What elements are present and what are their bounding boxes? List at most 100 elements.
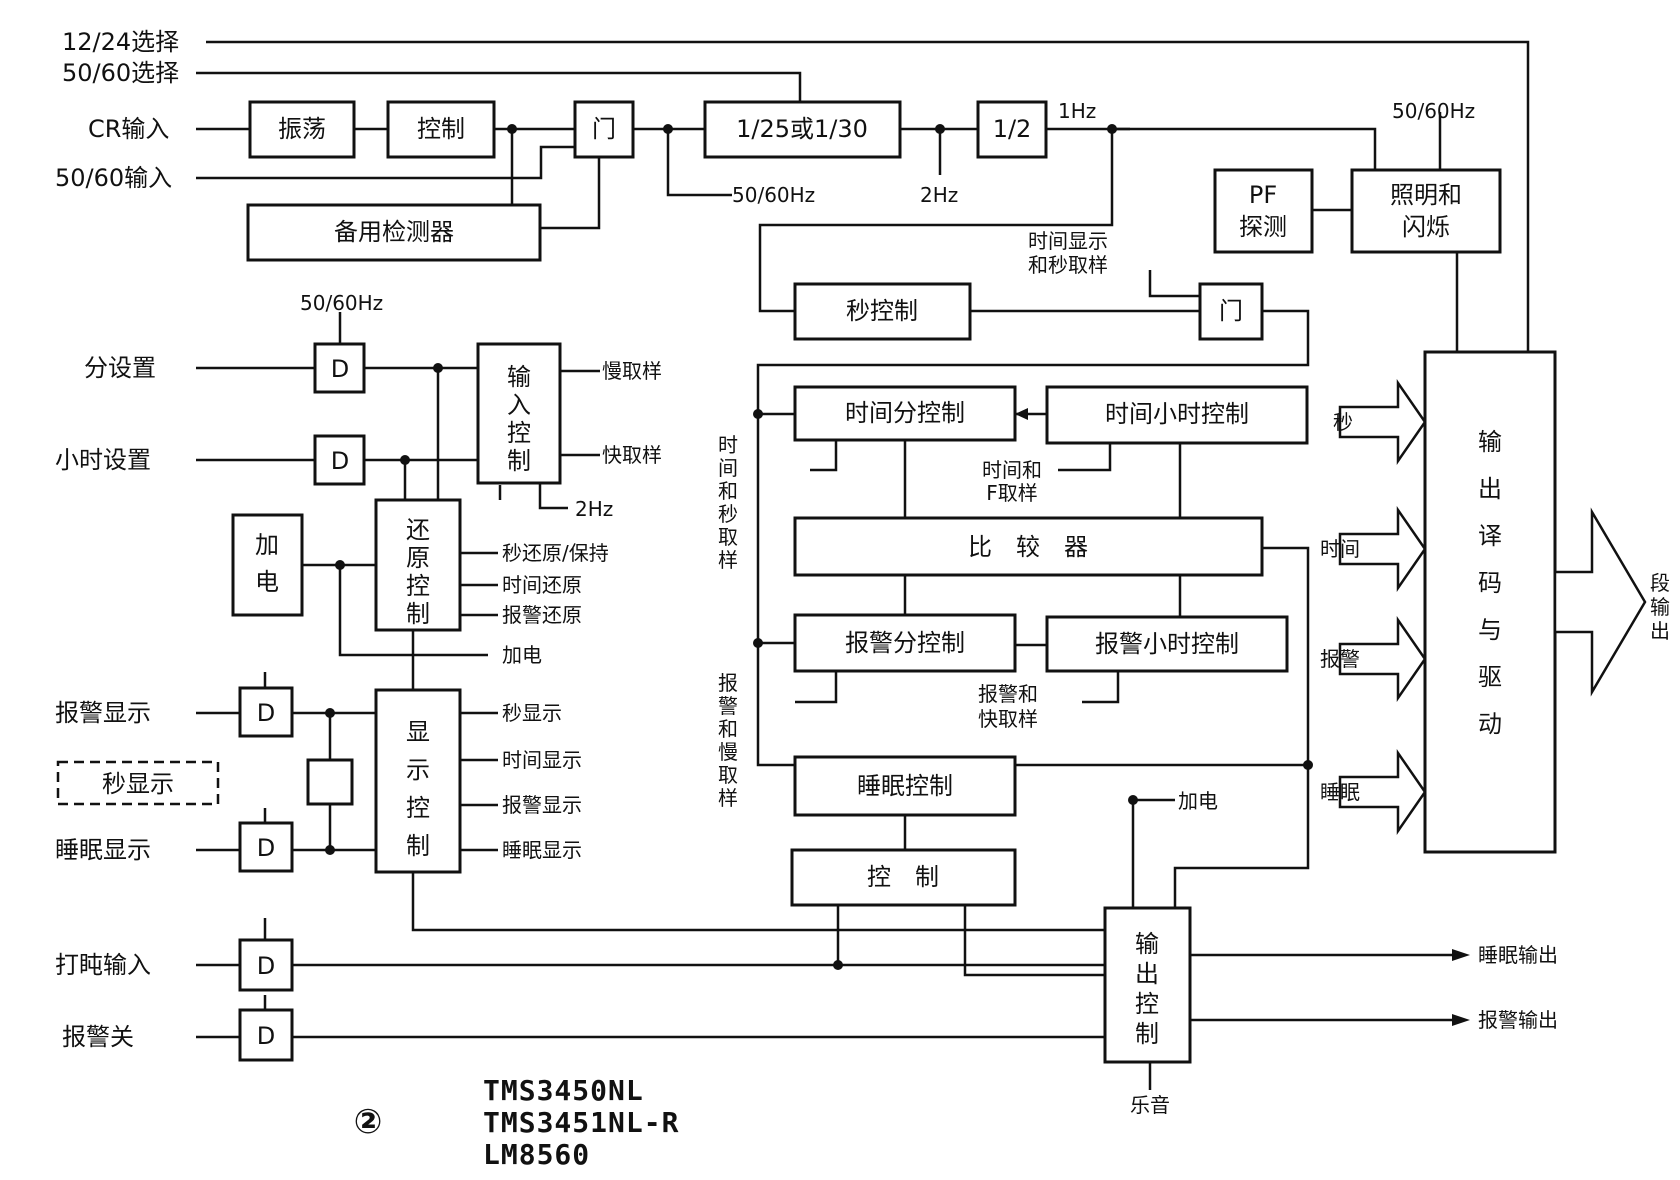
alarm-display-input-label: 报警显示 — [55, 699, 151, 727]
bus-arrows — [1338, 378, 1647, 836]
time-minute-control-label: 时间分控制 — [845, 399, 965, 427]
freq-50-60hz-label-b: 50/60Hz — [1392, 99, 1475, 123]
alarm-slow-sample-char-1: 报 — [718, 671, 738, 695]
display-control-char-1: 显 — [406, 718, 430, 746]
select-50-60-label: 50/60选择 — [62, 59, 179, 87]
alarm-output-label: 报警输出 — [1478, 1008, 1558, 1032]
seconds-control-label: 秒控制 — [846, 297, 918, 325]
cr-input-label: CR输入 — [88, 115, 169, 143]
seconds-display-option-box — [56, 760, 220, 806]
output-decoder-driver-block — [1423, 350, 1557, 854]
input-labels: 12/24选择 50/60选择 CR输入 50/60输入 分设置 小时设置 报警… — [55, 28, 179, 1051]
power-on-char-2: 电 — [255, 568, 279, 596]
sleep-output-label: 睡眠输出 — [1478, 943, 1558, 967]
time-hour-control-block — [1045, 385, 1309, 445]
display-control-char-2: 示 — [406, 756, 430, 784]
d-flipflop-alarm-off-label: D — [257, 1022, 275, 1050]
music-label: 乐音 — [1130, 1093, 1170, 1117]
display-control-char-4: 制 — [406, 832, 430, 860]
comparator-block — [793, 516, 1264, 577]
reset-control-char-1: 还 — [406, 516, 430, 544]
bus-alarm-label: 报警 — [1320, 647, 1360, 671]
oscillator-label: 振荡 — [278, 115, 326, 143]
bus-seconds-label: 秒 — [1333, 410, 1353, 434]
d-flipflop-sleep-display — [238, 821, 294, 873]
decoder-char-1: 输 — [1478, 428, 1502, 456]
gate-label-1: 门 — [592, 115, 616, 143]
power-on-block — [231, 513, 304, 617]
freq-50-60hz-label-c: 50/60Hz — [300, 291, 383, 315]
slow-sample-label: 慢取样 — [602, 359, 662, 383]
alarm-minute-control-label: 报警分控制 — [845, 629, 965, 657]
alarm-slow-sample-char-2: 警 — [718, 694, 738, 718]
alarm-slow-sample-char-6: 样 — [718, 786, 738, 810]
d-flipflop-min-label: D — [331, 355, 349, 383]
decoder-char-5: 与 — [1478, 616, 1502, 644]
fast-sample-label: 快取样 — [602, 443, 662, 467]
oscillator-block — [248, 100, 356, 159]
reset-control-char-2: 原 — [406, 544, 430, 572]
decoder-char-7: 动 — [1478, 710, 1502, 738]
time-display-output-label: 时间显示 — [502, 748, 582, 772]
alarm-display-output-label: 报警显示 — [502, 793, 582, 817]
d-flipflop-snooze — [238, 938, 294, 992]
bus-arrow-alarm — [1338, 615, 1427, 703]
power-on-label-2: 加电 — [1178, 789, 1218, 813]
d-flipflop-sleep-display-label: D — [257, 834, 275, 862]
gate-block-1 — [573, 100, 635, 159]
segment-output-char-2: 输 — [1650, 595, 1670, 619]
seconds-reset-hold-label: 秒还原/保持 — [502, 541, 609, 565]
control-block-1 — [386, 100, 496, 159]
illumination-label-1: 照明和 — [1390, 181, 1462, 209]
chip-model-2: TMS3451NL-R — [483, 1106, 679, 1139]
time-minute-control-block — [793, 385, 1017, 442]
time-hour-control-label: 时间小时控制 — [1105, 400, 1249, 428]
freq-2hz-label-b: 2Hz — [575, 497, 613, 521]
illumination-flash-block — [1350, 168, 1502, 254]
standby-detector-label: 备用检测器 — [334, 218, 454, 246]
select-12-24-label: 12/24选择 — [62, 28, 179, 56]
decoder-char-3: 译 — [1478, 522, 1502, 550]
output-control-char-2: 出 — [1135, 960, 1159, 988]
alarm-off-label: 报警关 — [62, 1023, 134, 1051]
d-flipflop-alarm-display — [238, 686, 294, 738]
output-control-char-4: 制 — [1135, 1020, 1159, 1048]
divider-label: 1/25或1/30 — [736, 115, 868, 143]
wires — [196, 40, 1530, 1090]
reset-control-block — [374, 498, 462, 632]
time-f-sample-label-1: 时间和 — [982, 458, 1042, 482]
sleep-control-label: 睡眠控制 — [857, 772, 953, 800]
sleep-control-block — [793, 755, 1017, 817]
gate-label-2: 门 — [1219, 297, 1243, 325]
display-control-char-3: 控 — [406, 794, 430, 822]
chip-model-1: TMS3450NL — [483, 1074, 644, 1107]
seconds-display-input-label: 秒显示 — [102, 770, 174, 798]
chip-model-3: LM8560 — [483, 1138, 590, 1171]
control-label-1: 控制 — [417, 115, 465, 143]
output-control-char-1: 输 — [1135, 930, 1159, 958]
control-label-2: 控 制 — [867, 863, 939, 891]
alarm-hour-control-block — [1045, 615, 1289, 673]
standby-detector-block — [246, 203, 542, 262]
alarm-minute-control-block — [793, 613, 1017, 673]
caption: ② TMS3450NL TMS3451NL-R LM8560 — [354, 1074, 679, 1171]
bus-arrow-seconds — [1338, 378, 1427, 466]
gate-block-2 — [1198, 282, 1264, 341]
segment-output-char-3: 出 — [1650, 619, 1670, 643]
bus-time-label: 时间 — [1320, 537, 1360, 561]
decoder-char-4: 码 — [1478, 569, 1502, 597]
blocks: 振荡 控制 门 1/25或1/30 1/2 备用检测器 PF 探测 照明和 闪烁… — [56, 100, 1557, 1064]
time-sec-sample-char-1: 时 — [718, 433, 738, 457]
bus-arrow-sleep — [1338, 748, 1427, 836]
minute-set-label: 分设置 — [84, 354, 156, 382]
power-on-label-1: 加电 — [502, 643, 542, 667]
time-reset-label: 时间还原 — [502, 573, 582, 597]
freq-50-60hz-label-a: 50/60Hz — [732, 183, 815, 207]
divider-block — [703, 100, 902, 159]
alarm-fast-sample-label-2: 快取样 — [978, 707, 1038, 731]
freq-2hz-label-a: 2Hz — [920, 183, 958, 207]
output-control-block — [1103, 906, 1192, 1064]
pf-detect-block — [1213, 168, 1314, 254]
time-sec-sample-char-2: 间 — [718, 456, 738, 480]
reset-control-char-3: 控 — [406, 572, 430, 600]
